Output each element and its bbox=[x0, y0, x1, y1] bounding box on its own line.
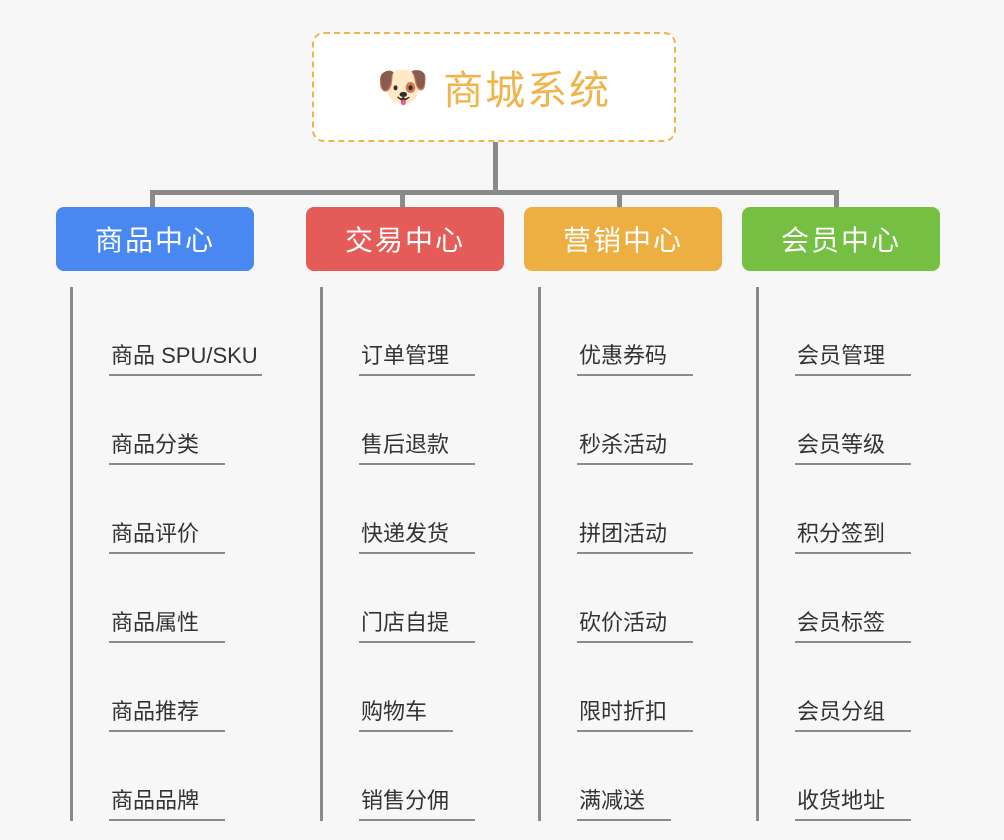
leaf-item[interactable]: 订单管理 bbox=[323, 287, 504, 376]
leaf-label: 满减送 bbox=[577, 783, 672, 821]
branch-header-member[interactable]: 会员中心 bbox=[742, 207, 940, 271]
leaf-item[interactable]: 砍价活动 bbox=[541, 554, 722, 643]
leaf-item[interactable]: 商品属性 bbox=[73, 554, 254, 643]
branch-header-label: 营销中心 bbox=[562, 225, 683, 256]
connector-drop-branch-4 bbox=[834, 190, 839, 210]
branch-header-label: 交易中心 bbox=[344, 225, 465, 256]
leaf-label: 商品 SPU/SKU bbox=[109, 338, 262, 376]
branch-column-member: 会员中心 会员管理 会员等级 积分签到 会员标签 会员分组 收货地址 bbox=[742, 207, 940, 821]
branch-column-product: 商品中心 商品 SPU/SKU 商品分类 商品评价 商品属性 商品推荐 商品品牌 bbox=[56, 207, 262, 821]
dog-face-icon: 🐶 bbox=[376, 63, 430, 110]
leaf-item[interactable]: 秒杀活动 bbox=[541, 376, 722, 465]
leaf-label: 秒杀活动 bbox=[577, 427, 694, 465]
leaf-item[interactable]: 收货地址 bbox=[759, 732, 940, 821]
leaf-item[interactable]: 购物车 bbox=[323, 643, 504, 732]
leaf-label: 购物车 bbox=[359, 694, 454, 732]
connector-drop-branch-3 bbox=[617, 190, 622, 210]
branch-header-marketing[interactable]: 营销中心 bbox=[524, 207, 722, 271]
leaf-item[interactable]: 积分签到 bbox=[759, 465, 940, 554]
leaf-item[interactable]: 优惠券码 bbox=[541, 287, 722, 376]
connector-root-drop bbox=[493, 142, 498, 192]
branch-leaf-list-member: 会员管理 会员等级 积分签到 会员标签 会员分组 收货地址 bbox=[756, 287, 940, 821]
leaf-label: 优惠券码 bbox=[577, 338, 694, 376]
leaf-label: 快递发货 bbox=[359, 516, 476, 554]
leaf-item[interactable]: 会员管理 bbox=[759, 287, 940, 376]
branch-header-trade[interactable]: 交易中心 bbox=[306, 207, 504, 271]
leaf-item[interactable]: 满减送 bbox=[541, 732, 722, 821]
root-title: 商城系统 bbox=[443, 69, 612, 113]
leaf-label: 商品分类 bbox=[109, 427, 226, 465]
leaf-label: 积分签到 bbox=[795, 516, 912, 554]
leaf-label: 门店自提 bbox=[359, 605, 476, 643]
branch-column-marketing: 营销中心 优惠券码 秒杀活动 拼团活动 砍价活动 限时折扣 满减送 bbox=[524, 207, 722, 821]
leaf-label: 收货地址 bbox=[795, 783, 912, 821]
leaf-item[interactable]: 商品评价 bbox=[73, 465, 254, 554]
leaf-label: 拼团活动 bbox=[577, 516, 694, 554]
leaf-item[interactable]: 会员等级 bbox=[759, 376, 940, 465]
branch-header-product[interactable]: 商品中心 bbox=[56, 207, 254, 271]
leaf-label: 商品推荐 bbox=[109, 694, 226, 732]
leaf-item[interactable]: 快递发货 bbox=[323, 465, 504, 554]
leaf-label: 商品品牌 bbox=[109, 783, 226, 821]
leaf-label: 会员标签 bbox=[795, 605, 912, 643]
leaf-item[interactable]: 商品 SPU/SKU bbox=[73, 287, 262, 376]
branch-leaf-list-trade: 订单管理 售后退款 快递发货 门店自提 购物车 销售分佣 bbox=[320, 287, 504, 821]
leaf-item[interactable]: 销售分佣 bbox=[323, 732, 504, 821]
branch-leaf-list-marketing: 优惠券码 秒杀活动 拼团活动 砍价活动 限时折扣 满减送 bbox=[538, 287, 722, 821]
branch-header-label: 商品中心 bbox=[94, 225, 215, 256]
connector-drop-branch-1 bbox=[150, 190, 155, 210]
root-node[interactable]: 🐶 商城系统 bbox=[312, 32, 676, 142]
leaf-label: 订单管理 bbox=[359, 338, 476, 376]
leaf-item[interactable]: 商品分类 bbox=[73, 376, 254, 465]
leaf-label: 商品属性 bbox=[109, 605, 226, 643]
branch-leaf-list-product: 商品 SPU/SKU 商品分类 商品评价 商品属性 商品推荐 商品品牌 bbox=[70, 287, 262, 821]
branch-column-trade: 交易中心 订单管理 售后退款 快递发货 门店自提 购物车 销售分佣 bbox=[306, 207, 504, 821]
leaf-item[interactable]: 拼团活动 bbox=[541, 465, 722, 554]
leaf-label: 限时折扣 bbox=[577, 694, 694, 732]
leaf-item[interactable]: 会员标签 bbox=[759, 554, 940, 643]
leaf-item[interactable]: 会员分组 bbox=[759, 643, 940, 732]
leaf-item[interactable]: 商品推荐 bbox=[73, 643, 254, 732]
leaf-label: 销售分佣 bbox=[359, 783, 476, 821]
leaf-label: 会员等级 bbox=[795, 427, 912, 465]
leaf-label: 售后退款 bbox=[359, 427, 476, 465]
leaf-label: 砍价活动 bbox=[577, 605, 694, 643]
leaf-label: 会员管理 bbox=[795, 338, 912, 376]
branch-header-label: 会员中心 bbox=[780, 225, 901, 256]
leaf-item[interactable]: 售后退款 bbox=[323, 376, 504, 465]
leaf-item[interactable]: 门店自提 bbox=[323, 554, 504, 643]
leaf-label: 会员分组 bbox=[795, 694, 912, 732]
connector-horizontal-bus bbox=[150, 190, 838, 195]
leaf-item[interactable]: 商品品牌 bbox=[73, 732, 254, 821]
leaf-label: 商品评价 bbox=[109, 516, 226, 554]
leaf-item[interactable]: 限时折扣 bbox=[541, 643, 722, 732]
connector-drop-branch-2 bbox=[400, 190, 405, 210]
